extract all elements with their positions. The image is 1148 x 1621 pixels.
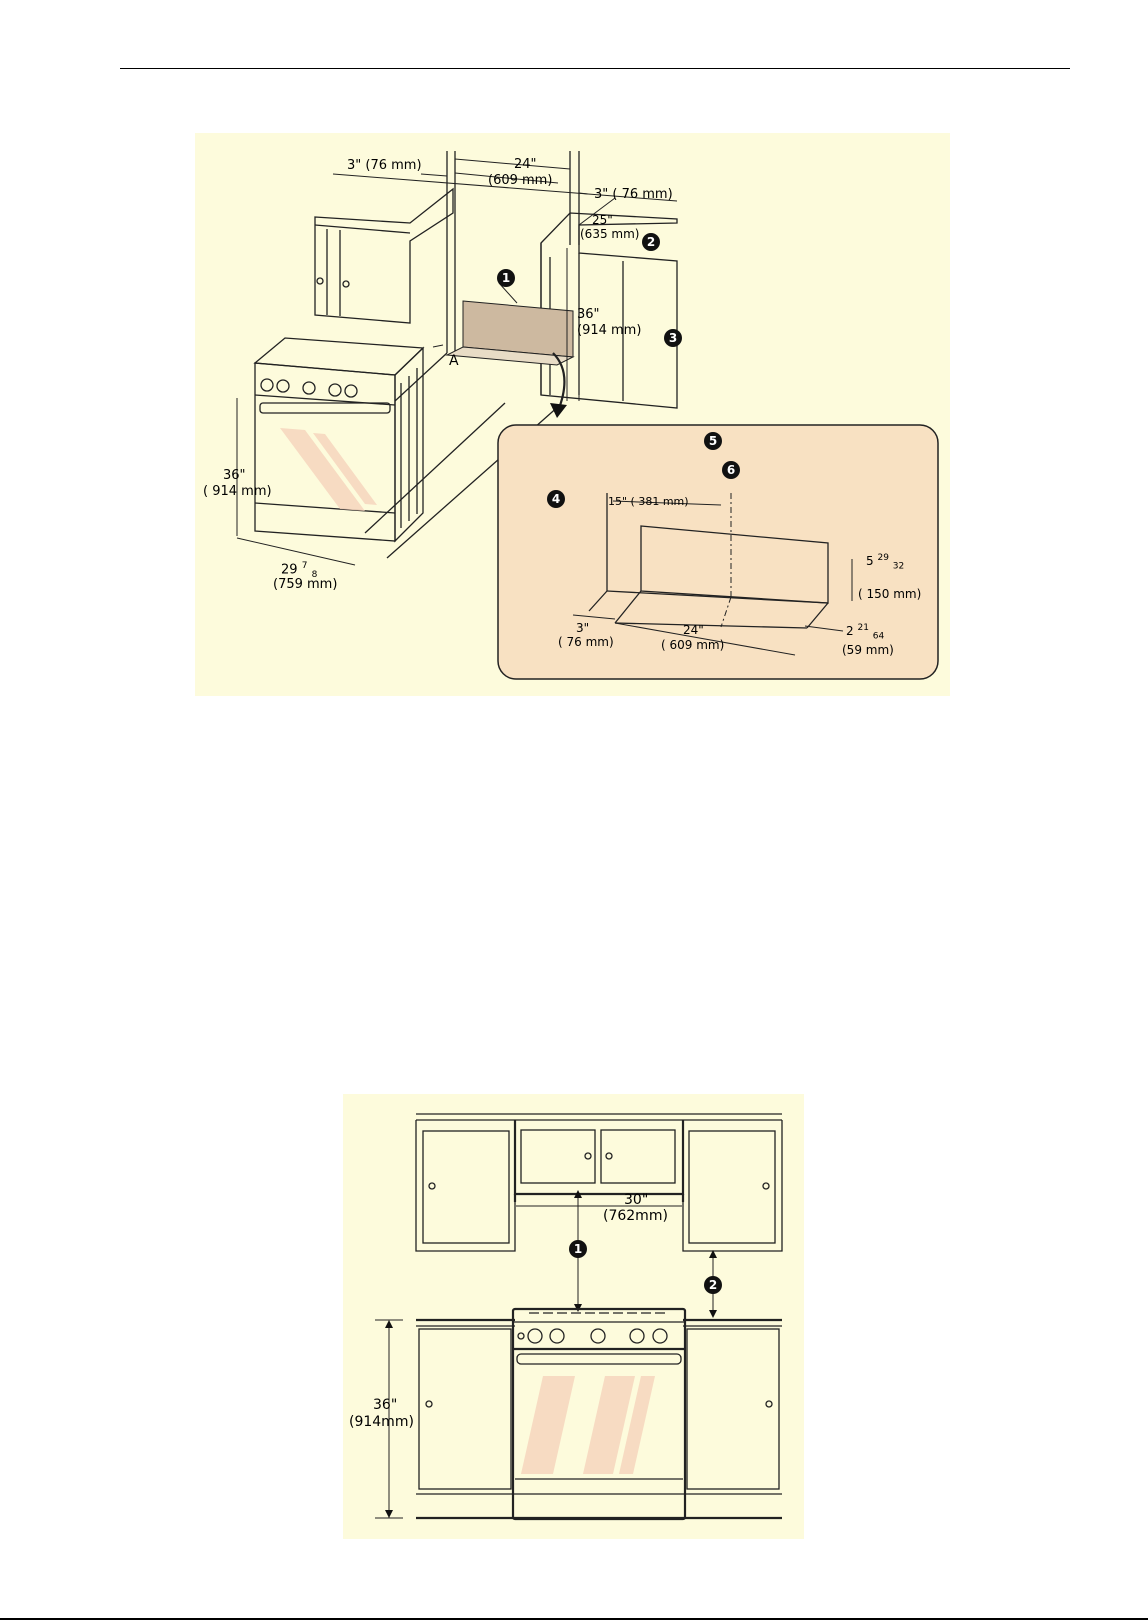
svg-text:2: 2	[709, 1278, 717, 1292]
svg-text:1: 1	[574, 1242, 582, 1256]
installation-clearance-figure: 3" (76 mm) 24" (609 mm) 3" ( 76 mm) 25" …	[195, 133, 950, 696]
range-front	[513, 1309, 685, 1519]
svg-text:4: 4	[552, 492, 560, 506]
footer-rule	[0, 1618, 1148, 1620]
right-upper-cabinet	[683, 1120, 782, 1251]
callout-3: 3	[664, 329, 682, 347]
svg-text:1: 1	[502, 271, 510, 285]
svg-text:6: 6	[727, 463, 735, 477]
right-base-cabinet	[687, 1329, 779, 1489]
left-upper-cabinet	[416, 1120, 515, 1251]
dim-height-in: 36"	[373, 1397, 397, 1413]
dim-height-mm: (914mm)	[349, 1414, 414, 1430]
svg-text:3: 3	[669, 331, 677, 345]
callout-4: 4	[547, 490, 565, 508]
svg-text:5: 5	[709, 434, 717, 448]
callout-2: 2	[704, 1276, 722, 1294]
svg-text:2: 2	[647, 235, 655, 249]
hood-cabinet	[515, 1120, 683, 1202]
dim-width-mm: (762mm)	[603, 1208, 668, 1224]
callout-5: 5	[704, 432, 722, 450]
left-base-cabinet	[419, 1329, 511, 1489]
front-view-diagram: 1 2	[343, 1094, 804, 1539]
callout-6: 6	[722, 461, 740, 479]
callout-2: 2	[642, 233, 660, 251]
cabinet-clearance-figure: 1 2 30" (762mm) 36" (914mm)	[343, 1094, 804, 1539]
callout-1: 1	[497, 269, 515, 287]
figure1-callouts: 1 2 3 4 5 6	[195, 133, 950, 696]
dim-width-in: 30"	[624, 1192, 648, 1208]
callout-1: 1	[569, 1240, 587, 1258]
header-rule	[120, 68, 1070, 69]
